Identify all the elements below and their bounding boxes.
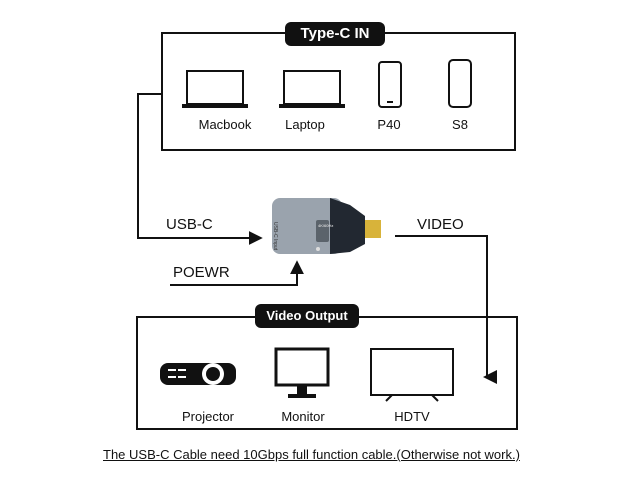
device-label-p40: P40 (377, 117, 401, 132)
device-label-projector: Projector (181, 409, 235, 424)
device-label-monitor: Monitor (281, 409, 325, 424)
video-flow-line (395, 235, 497, 378)
input-box-title: Type-C IN (285, 22, 385, 46)
power-flow-line (170, 260, 304, 286)
input-box-frame (161, 32, 516, 151)
adapter-port-label-2: Input (272, 238, 278, 251)
adapter-side-label: 4K/60Hz (318, 223, 334, 228)
usb-c-hdmi-adapter (272, 198, 381, 254)
device-label-laptop: Laptop (285, 117, 325, 132)
usb-c-flow-line (137, 93, 263, 245)
monitor-icon (274, 347, 330, 398)
adapter-port-label: USB-C Input (272, 222, 278, 250)
device-label-s8: S8 (452, 117, 468, 132)
phone-icon (448, 59, 472, 108)
device-label-hdtv: HDTV (394, 409, 430, 424)
device-label-macbook: Macbook (198, 117, 252, 132)
footnote: The USB-C Cable need 10Gbps full functio… (103, 447, 520, 462)
tv-icon (370, 348, 454, 402)
flow-label-video: VIDEO (417, 216, 464, 233)
laptop-icon (182, 70, 248, 108)
laptop-icon (279, 70, 345, 108)
flow-label-power: POEWR (173, 264, 230, 281)
output-box-title: Video Output (255, 304, 359, 328)
adapter-port-label-1: USB-C (272, 222, 278, 238)
video-arrowhead (483, 370, 497, 384)
flow-label-usb-c: USB-C (166, 216, 213, 233)
phone-icon (378, 61, 402, 108)
projector-icon (160, 363, 236, 385)
